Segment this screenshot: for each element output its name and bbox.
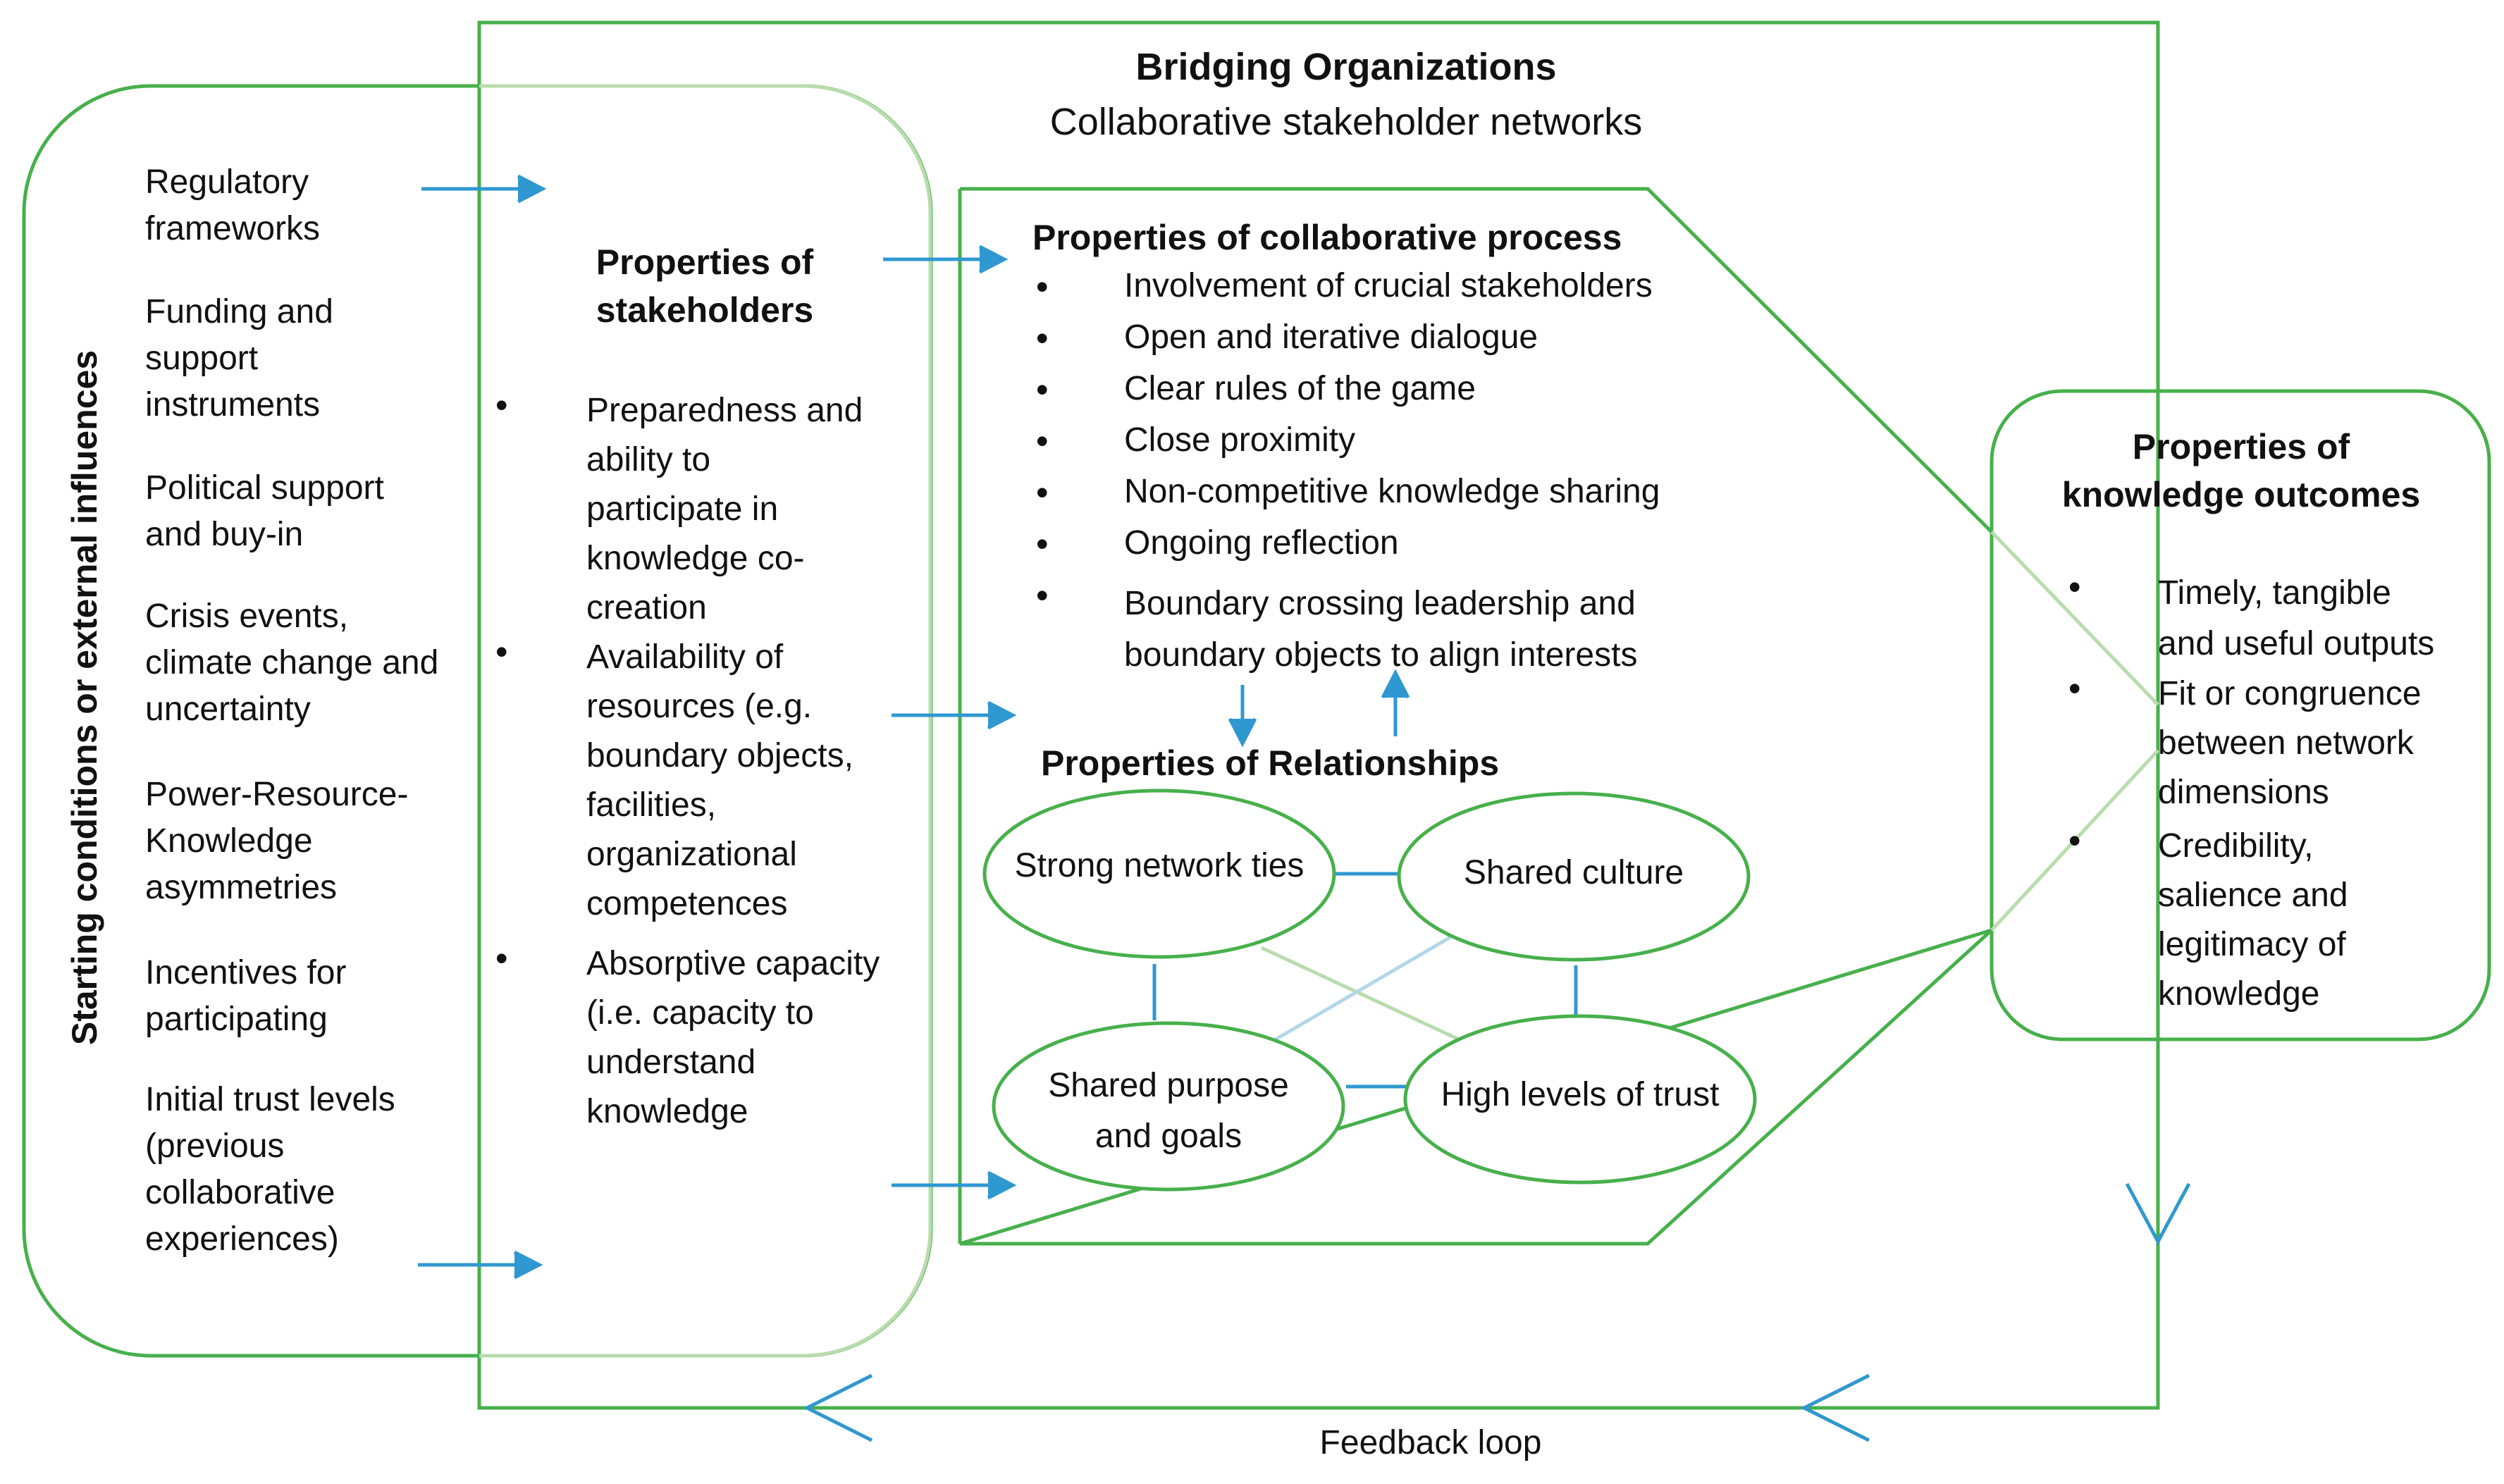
collaborative-process-heading: Properties of collaborative process [1032,218,1622,257]
feedback-arrowhead-bottom-left [803,1373,873,1442]
arrow-absorptive-to-process [892,1170,1017,1200]
arrow-initial-trust-to-stakeholders [418,1250,543,1280]
condition-item: Crisis events, climate change and uncert… [145,598,439,728]
node-label-shared-purpose: Shared purpose and goals [1048,1067,1289,1155]
outcome-item: Credibility, salience and legitimacy of … [2158,827,2348,1013]
outcome-bullet: • [2068,567,2081,607]
starting-conditions-label: Starting conditions or external influenc… [65,350,104,1046]
feedback-loop-label: Feedback loop [1319,1424,1542,1461]
collaborative-process-tip-lower [1990,749,2159,932]
ellipse-shared-purpose [992,1021,1345,1192]
stakeholder-bullet: • [495,385,508,425]
outcome-item: Fit or congruence between network dimens… [2158,675,2422,811]
condition-item: Incentives for participating [145,954,347,1038]
node-label-strong-network-ties: Strong network ties [1014,847,1305,884]
ellipse-strong-network-ties [982,789,1336,959]
process-bullet: • [1036,267,1049,307]
node-label-high-levels-of-trust: High levels of trust [1441,1076,1720,1113]
condition-item: Funding and support instruments [145,293,333,423]
stakeholder-bullet: • [495,939,508,978]
relationships-heading: Properties of Relationships [1041,743,1500,783]
process-item: Ongoing reflection [1124,524,1399,562]
ellipse-high-levels-of-trust [1403,1014,1757,1185]
connector-purpose-culture [1274,935,1452,1041]
condition-item: Political support and buy-in [145,469,384,553]
stakeholder-item: Preparedness and ability to participate … [586,392,863,626]
process-item: Boundary crossing leadership and boundar… [1124,585,1638,674]
arrow-stakeholders-to-process [883,245,1009,274]
stakeholder-item: Availability of resources (e.g. boundary… [586,638,853,922]
process-item: Clear rules of the game [1124,370,1476,407]
diagram-subtitle: Collaborative stakeholder networks [1049,101,1643,143]
process-bullet: • [1036,421,1049,461]
feedback-arrowhead-bottom-mid [1800,1373,1870,1442]
process-bullet: • [1036,524,1049,564]
process-item: Close proximity [1124,421,1356,459]
collaborative-process-tip-upper [1990,531,2159,706]
process-bullet: • [1036,576,1049,615]
arrow-process-to-relationships [1228,685,1257,748]
knowledge-outcomes-heading: Properties of knowledge outcomes [2061,427,2421,514]
outcome-bullet: • [2068,669,2081,708]
feedback-arrowhead-right-down [2125,1182,2191,1246]
node-label-shared-culture: Shared culture [1463,854,1684,891]
condition-item: Power-Resource- Knowledge asymmetries [145,776,409,906]
stakeholders-box [479,84,932,1358]
ellipse-shared-culture [1397,791,1751,962]
process-item: Non-competitive knowledge sharing [1124,473,1660,510]
knowledge-outcomes-box [1990,389,2491,1041]
process-item: Open and iterative dialogue [1124,319,1538,356]
process-item: Involvement of crucial stakeholders [1124,267,1653,304]
process-bullet: • [1036,319,1049,358]
diagram-title: Bridging Organizations [1135,46,1557,88]
stakeholders-heading: Properties of stakeholders [596,242,814,330]
condition-item: Regulatory frameworks [145,163,321,247]
outcome-bullet: • [2068,821,2081,860]
stakeholder-bullet: • [495,632,508,672]
process-bullet: • [1036,370,1049,409]
arrow-regulatory-to-stakeholders [421,174,547,204]
condition-item: Initial trust levels (previous collabora… [145,1081,395,1258]
connector-ties-trust [1260,946,1460,1041]
process-bullet: • [1036,473,1049,512]
outcome-item: Timely, tangible and useful outputs [2158,574,2435,662]
bridging-organizations-frame [477,20,2160,1410]
arrow-relationships-to-process [1381,669,1410,736]
stakeholder-item: Absorptive capacity (i.e. capacity to un… [586,945,880,1130]
arrow-resources-to-process [892,700,1017,730]
